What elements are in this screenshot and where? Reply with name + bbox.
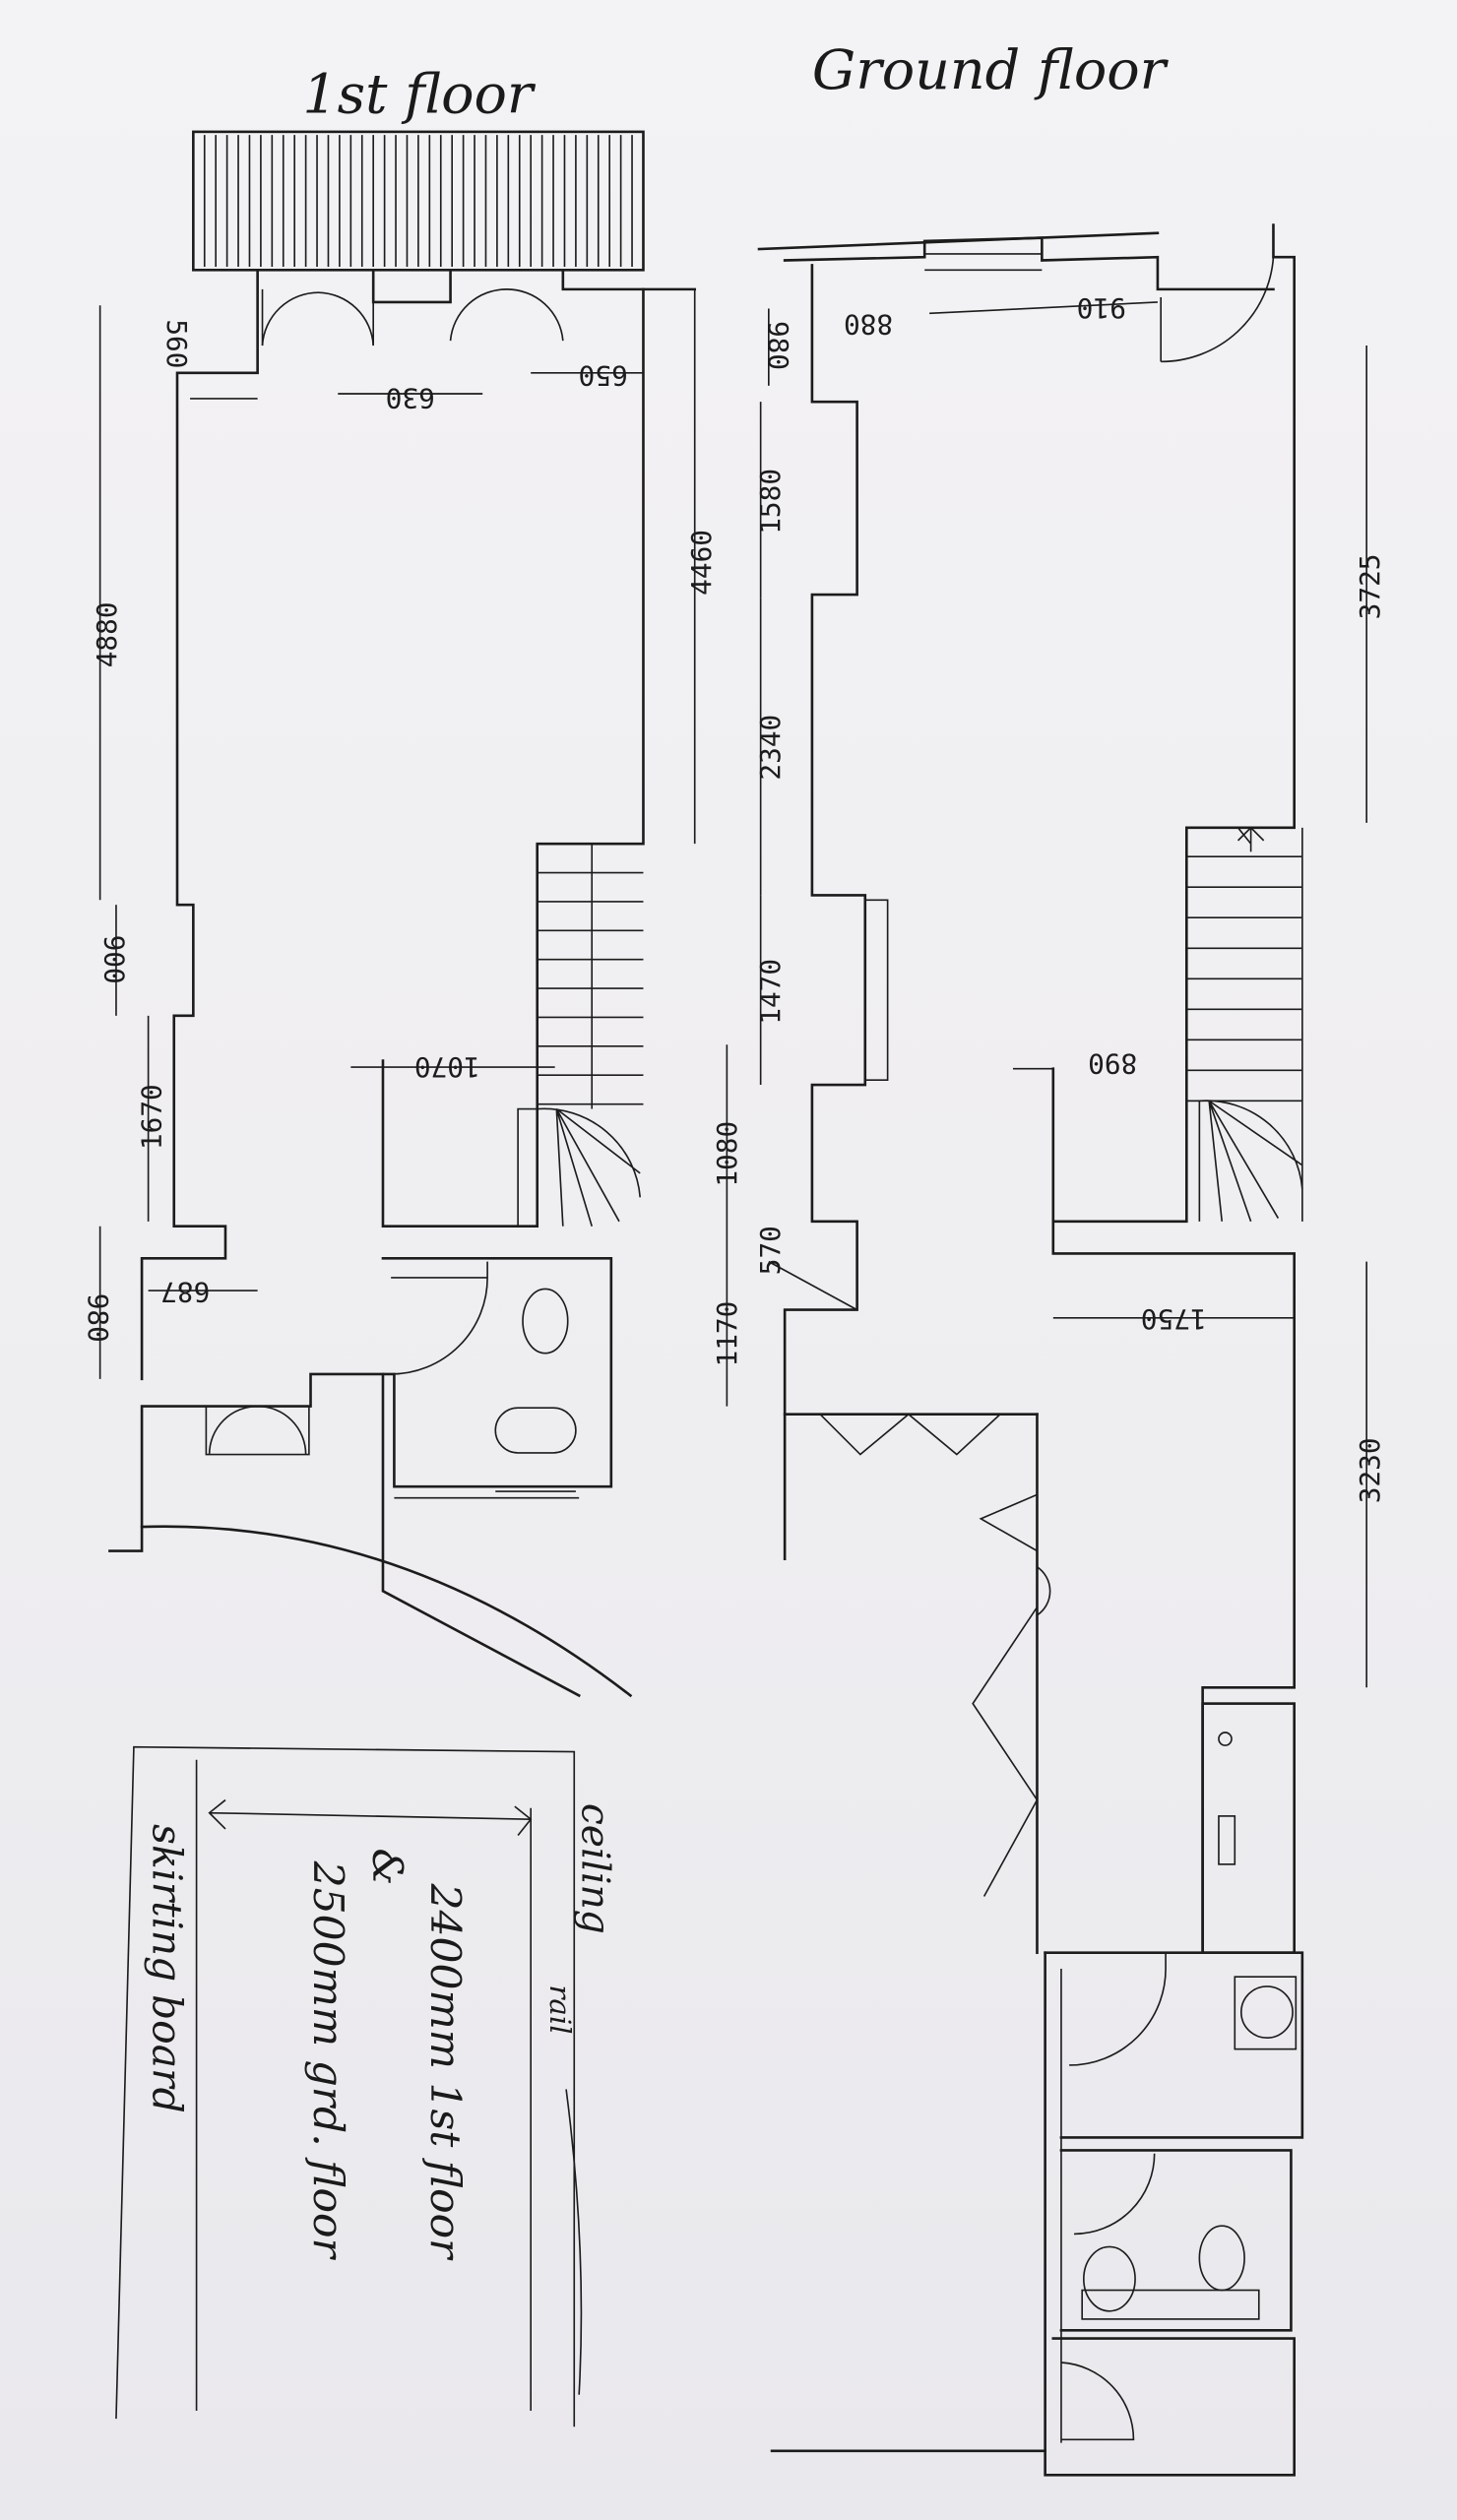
- dim-890: 890: [1088, 1047, 1137, 1080]
- first-floor-stairs: [537, 844, 644, 1109]
- dim-2340: 2340: [754, 715, 787, 781]
- first-floor-title: 1st floor: [302, 62, 537, 126]
- ampersand: &: [362, 1849, 411, 1886]
- skirting-board-label: skirting board: [144, 1824, 191, 2113]
- balcony: [192, 130, 645, 272]
- dim-900: 900: [98, 935, 131, 984]
- dim-1070: 1070: [414, 1050, 480, 1083]
- ceiling-label: ceiling: [572, 1803, 616, 1934]
- dim-650: 650: [579, 359, 628, 392]
- first-floor-plan: 4880 4460 560 630 650 900 1070 1670 980 …: [82, 130, 718, 1698]
- ground-floor-plan: 980 880 910 1580 3725 2340 1470 890 1080…: [711, 223, 1386, 2477]
- dim-4880: 4880: [91, 601, 123, 667]
- dim-3230: 3230: [1354, 1437, 1386, 1503]
- dim-4460: 4460: [685, 530, 718, 596]
- height-first-floor: 2400mm 1st floor: [420, 1882, 469, 2261]
- dim-910: 910: [1077, 292, 1126, 325]
- height-ground-floor: 2500mm grd. floor: [303, 1860, 351, 2261]
- dim-3725: 3725: [1354, 554, 1386, 620]
- dim-980-ground: 980: [762, 321, 794, 370]
- dim-560: 560: [160, 319, 193, 368]
- dim-1080: 1080: [711, 1121, 743, 1187]
- rail-label: rail: [543, 1984, 577, 2034]
- dim-1580: 1580: [754, 469, 787, 535]
- dim-570: 570: [754, 1226, 787, 1275]
- ceiling-height-note: ceiling rail 2400mm 1st floor & 2500mm g…: [115, 1745, 616, 2427]
- dim-980-first: 980: [82, 1293, 114, 1343]
- dim-880: 880: [844, 308, 893, 341]
- balcony-hatching: [203, 135, 633, 268]
- dim-1470: 1470: [754, 959, 787, 1025]
- dim-687: 687: [160, 1276, 210, 1308]
- ground-floor-title: Ground floor: [812, 38, 1170, 102]
- dim-1750: 1750: [1141, 1303, 1207, 1336]
- ground-floor-stairs: [1186, 827, 1303, 1222]
- dim-1670: 1670: [136, 1084, 168, 1150]
- dim-630: 630: [386, 382, 435, 414]
- dim-1170: 1170: [711, 1301, 743, 1367]
